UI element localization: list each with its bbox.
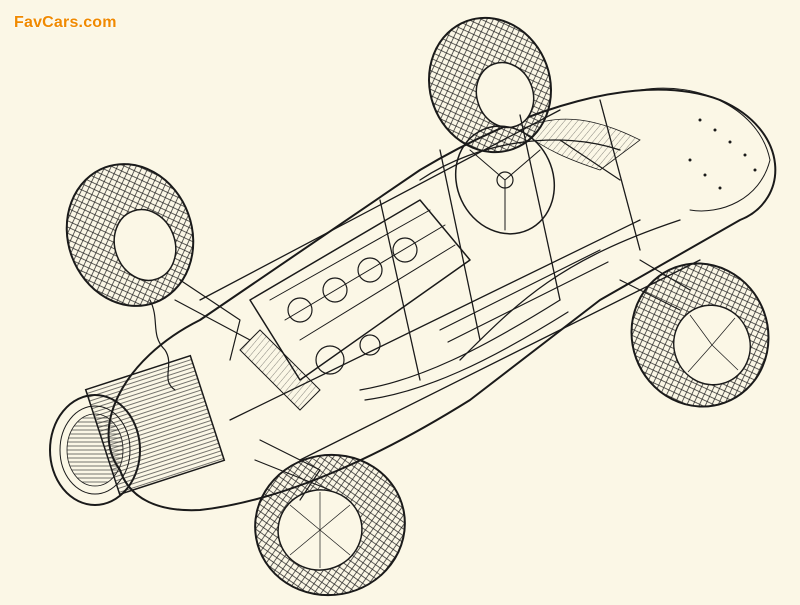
steering-wheel [454, 125, 556, 235]
exhaust-pipes [359, 249, 609, 401]
front-right-wheel [254, 453, 406, 597]
engine-block [239, 199, 471, 411]
body-shell [107, 87, 777, 512]
tail-rivets [688, 118, 757, 190]
front-suspension [149, 279, 331, 501]
radiator [84, 354, 226, 496]
rear-suspension [559, 139, 691, 311]
favcars-watermark: FavCars.com [14, 14, 117, 31]
front-left-wheel [65, 163, 195, 307]
rear-right-wheel [630, 262, 770, 408]
space-frame [199, 99, 701, 461]
